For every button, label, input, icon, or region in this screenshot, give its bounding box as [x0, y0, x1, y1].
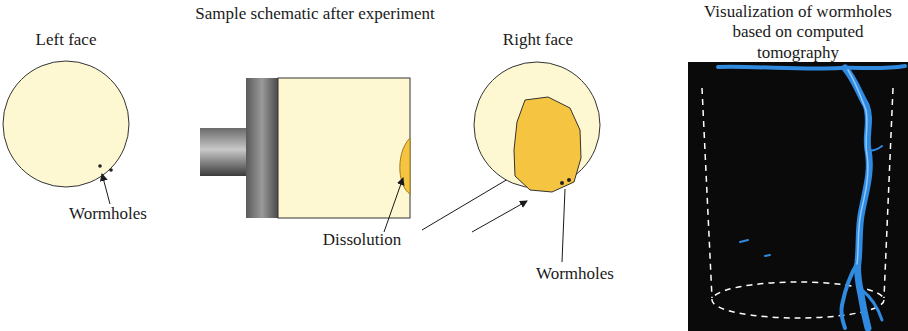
callout-label: Wormholes [536, 264, 614, 284]
face-label: Right face [503, 30, 573, 50]
callout-label: Wormholes [69, 204, 147, 224]
holder-stub [200, 128, 246, 176]
panel-title: Visualization of wormholes based on comp… [703, 2, 893, 63]
callout-label: Dissolution [323, 230, 401, 250]
dissolution-area [514, 97, 581, 192]
left-face-disc [3, 61, 129, 187]
ct-panel [688, 62, 908, 331]
face-label: Left face [36, 30, 97, 50]
sample-body [278, 78, 410, 218]
dissolution-zone [400, 138, 410, 194]
diagram-title: Sample schematic after experiment [195, 4, 434, 24]
holder-plate [246, 78, 278, 218]
wormhole-trace [718, 66, 905, 328]
